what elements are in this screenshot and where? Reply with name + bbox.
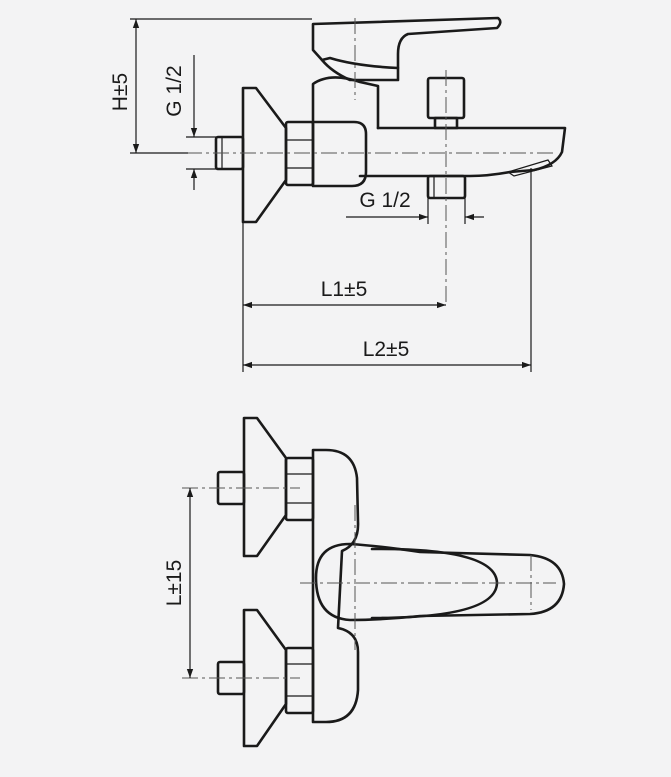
side-mixer-body bbox=[311, 120, 368, 188]
inlet-thread-label: G 1/2 bbox=[163, 65, 186, 116]
side-wall-flange bbox=[241, 86, 288, 224]
side-spout bbox=[358, 126, 567, 178]
height-label: H±5 bbox=[109, 73, 132, 111]
top-view: L±15 bbox=[163, 416, 566, 748]
side-lever-handle bbox=[311, 16, 502, 82]
inlet-spacing-label: L±15 bbox=[163, 560, 186, 607]
top-mixer-body bbox=[311, 448, 360, 724]
length-1-label: L1±5 bbox=[321, 278, 368, 301]
top-lever-handle bbox=[314, 542, 566, 622]
outlet-thread-label: G 1/2 bbox=[359, 189, 410, 212]
length-2-label: L2±5 bbox=[363, 338, 410, 361]
top-upper-flange bbox=[242, 416, 288, 558]
side-view: H±5 G 1/2 G 1/2 L1±5 L2±5 bbox=[109, 16, 567, 372]
